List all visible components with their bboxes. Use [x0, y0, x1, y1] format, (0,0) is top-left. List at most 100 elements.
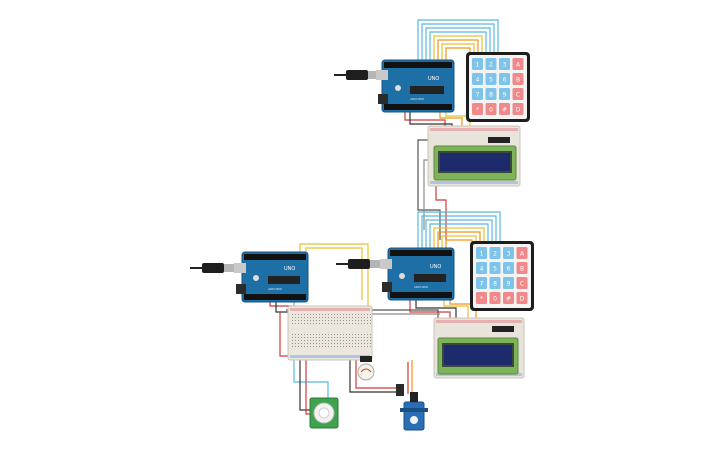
wire[interactable] [409, 300, 451, 322]
keypad-key-label: A [516, 62, 521, 69]
wire[interactable] [355, 360, 396, 389]
keypad-key[interactable] [516, 262, 528, 274]
keypad-key[interactable] [503, 247, 514, 259]
wire[interactable] [429, 223, 489, 250]
keypad-key[interactable] [472, 103, 483, 115]
wire[interactable] [433, 227, 485, 250]
keypad-key-label: # [506, 296, 511, 303]
servo-motor[interactable] [400, 392, 428, 431]
keypad-key[interactable] [499, 73, 510, 85]
keypad-key[interactable] [476, 247, 487, 259]
wire[interactable] [275, 302, 292, 313]
keypad-key[interactable] [476, 277, 487, 289]
wire[interactable] [417, 19, 499, 62]
keypad-key[interactable] [489, 277, 501, 289]
keypad-key-label: # [502, 107, 507, 114]
usb-cable-top [334, 70, 378, 80]
arduino-brand: ARDUINO [268, 287, 283, 291]
keypad-key[interactable] [489, 262, 501, 274]
keypad-key[interactable] [499, 103, 510, 115]
wire[interactable] [421, 215, 497, 250]
arduino-bottom-right[interactable]: UNO ARDUINO [380, 247, 455, 301]
arduino-logo: UNO [428, 76, 439, 82]
wire[interactable] [445, 239, 473, 250]
keypad-key-label: 0 [489, 107, 493, 114]
keypad-key-label: 5 [493, 266, 497, 273]
keypad-key[interactable] [512, 73, 524, 85]
keypad-key-label: 7 [480, 281, 484, 288]
keypad-key[interactable] [499, 58, 510, 70]
keypad-key[interactable] [512, 58, 524, 70]
keypad-key[interactable] [485, 58, 497, 70]
keypad-key-label: 5 [489, 77, 493, 84]
keypad-key-label: D [516, 107, 521, 114]
wire[interactable] [269, 302, 292, 307]
keypad-key[interactable] [485, 103, 497, 115]
wire[interactable] [445, 47, 471, 62]
keypad-key-label: 8 [493, 281, 497, 288]
keypad-key-label: 6 [503, 77, 507, 84]
keypad-key[interactable] [516, 292, 528, 304]
keypad-key-label: 2 [493, 251, 497, 258]
arduino-logo: UNO [430, 264, 441, 270]
keypad-key[interactable] [516, 277, 528, 289]
wire[interactable] [441, 235, 477, 250]
wire[interactable] [299, 360, 312, 411]
keypad-key[interactable] [485, 73, 497, 85]
pir-sensor[interactable] [309, 397, 339, 429]
wire[interactable] [445, 112, 471, 134]
breadboard-holes [292, 314, 371, 347]
keypad-key[interactable] [499, 88, 510, 100]
wire[interactable] [305, 247, 363, 300]
keypad-key[interactable] [516, 247, 528, 259]
keypad-key-label: 9 [503, 92, 507, 99]
keypad-key[interactable] [476, 292, 487, 304]
keypad-key-label: B [516, 77, 520, 84]
usb-cable-bottom-left [190, 263, 234, 273]
keypad-key-label: 4 [476, 77, 480, 84]
wire[interactable] [425, 27, 491, 62]
wire[interactable] [429, 31, 487, 62]
keypad-key[interactable] [489, 247, 501, 259]
keypad-key[interactable] [512, 103, 524, 115]
wire[interactable] [443, 300, 469, 324]
keypad-key[interactable] [512, 88, 524, 100]
keypad-key-label: A [520, 251, 525, 258]
keypad-key[interactable] [503, 262, 514, 274]
wire[interactable] [349, 360, 404, 393]
wire[interactable] [421, 23, 495, 62]
keypad-key-label: 1 [480, 251, 484, 258]
keypad-key-label: C [520, 281, 524, 288]
keypad-key-label: 7 [476, 92, 480, 99]
keypad-key-label: 8 [489, 92, 493, 99]
keypad-key[interactable] [485, 88, 497, 100]
keypad-key[interactable] [472, 73, 483, 85]
wire[interactable] [441, 43, 475, 62]
keypad-key[interactable] [489, 292, 501, 304]
keypad-key-label: * [480, 296, 483, 303]
wire[interactable] [415, 300, 457, 322]
arduino-top[interactable]: UNO ARDUINO [376, 59, 455, 113]
arduino-bottom-left[interactable]: UNO ARDUINO [234, 251, 309, 303]
keypad-key-label: 1 [476, 62, 480, 69]
lcd-top [433, 137, 517, 181]
wire[interactable] [425, 219, 493, 250]
wire[interactable] [417, 211, 501, 250]
keypad-key[interactable] [503, 292, 514, 304]
keypad-key[interactable] [503, 277, 514, 289]
wire[interactable] [437, 231, 481, 250]
keypad-key[interactable] [476, 262, 487, 274]
keypad-key[interactable] [472, 88, 483, 100]
keypad-key-label: 2 [489, 62, 493, 69]
keypad-key-label: 4 [480, 266, 484, 273]
arduino-brand: ARDUINO [410, 97, 425, 101]
wire[interactable] [433, 35, 483, 62]
keypad-key[interactable] [472, 58, 483, 70]
photoresistor[interactable] [357, 356, 375, 381]
wire[interactable] [437, 39, 479, 62]
wire[interactable] [449, 300, 477, 324]
wire[interactable] [299, 243, 369, 360]
arduino-brand: ARDUINO [414, 285, 429, 289]
